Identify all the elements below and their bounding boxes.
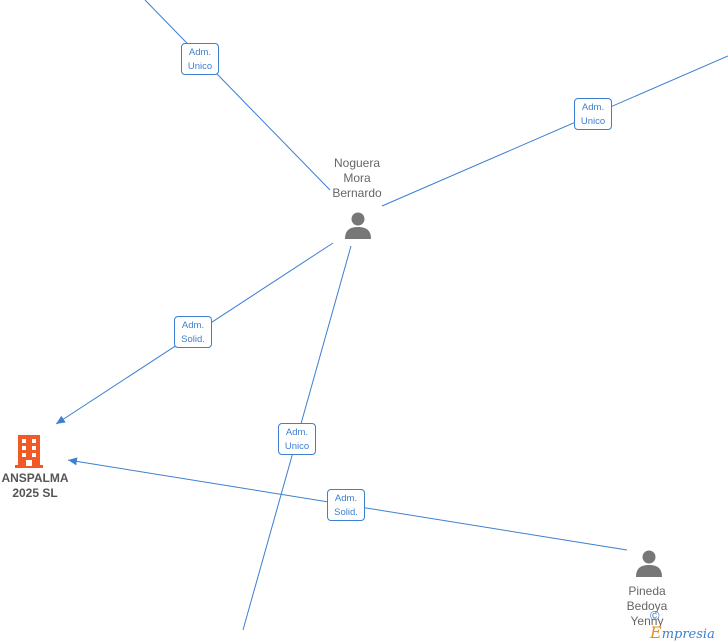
edge-label-line: Adm. — [285, 427, 309, 438]
person-name-line: Yenny — [630, 614, 664, 628]
person-name-line: Bedoya — [626, 599, 668, 613]
edge-label-line: Unico — [580, 116, 606, 127]
edge-label-center-down[interactable]: Adm. Unico — [278, 423, 316, 455]
copyright-symbol: © — [650, 608, 660, 623]
person-icon[interactable] — [634, 548, 664, 578]
edge-label-line: Unico — [284, 441, 310, 452]
edge-label-bottom-to-company[interactable]: Adm. Solid. — [327, 489, 365, 521]
edge-label-line: Adm. — [581, 102, 605, 113]
edge-top-right — [381, 55, 728, 207]
edge-label-line: Adm. — [188, 47, 212, 58]
company-name-line: 2025 SL — [12, 486, 58, 500]
person-icon[interactable] — [343, 210, 373, 240]
person-name-line: Bernardo — [332, 186, 382, 200]
edge-label-center-to-company[interactable]: Adm. Solid. — [174, 316, 212, 348]
person-node-label-pineda[interactable]: Pineda Bedoya Yenny — [612, 584, 682, 629]
edge-top-left — [144, 0, 331, 191]
person-name-line: Noguera — [333, 156, 381, 170]
company-node-label[interactable]: ANSPALMA 2025 SL — [0, 471, 70, 501]
edge-label-top-left[interactable]: Adm. Unico — [181, 43, 219, 75]
person-name-line: Pineda — [628, 584, 666, 598]
edge-label-line: Solid. — [181, 334, 205, 345]
edge-label-line: Adm. — [334, 493, 358, 504]
brand-initial: E — [650, 623, 662, 642]
person-name-line: Mora — [343, 171, 371, 185]
empresia-logo: © Empresia — [650, 608, 728, 642]
building-icon[interactable] — [13, 433, 45, 469]
edge-label-line: Adm. — [181, 320, 205, 331]
edge-label-line: Unico — [187, 61, 213, 72]
company-name-line: ANSPALMA — [1, 471, 69, 485]
edge-label-line: Solid. — [334, 507, 358, 518]
person-node-label-noguera[interactable]: Noguera Mora Bernardo — [317, 156, 397, 201]
edge-label-top-right[interactable]: Adm. Unico — [574, 98, 612, 130]
brand-name: mpresia — [661, 627, 715, 642]
